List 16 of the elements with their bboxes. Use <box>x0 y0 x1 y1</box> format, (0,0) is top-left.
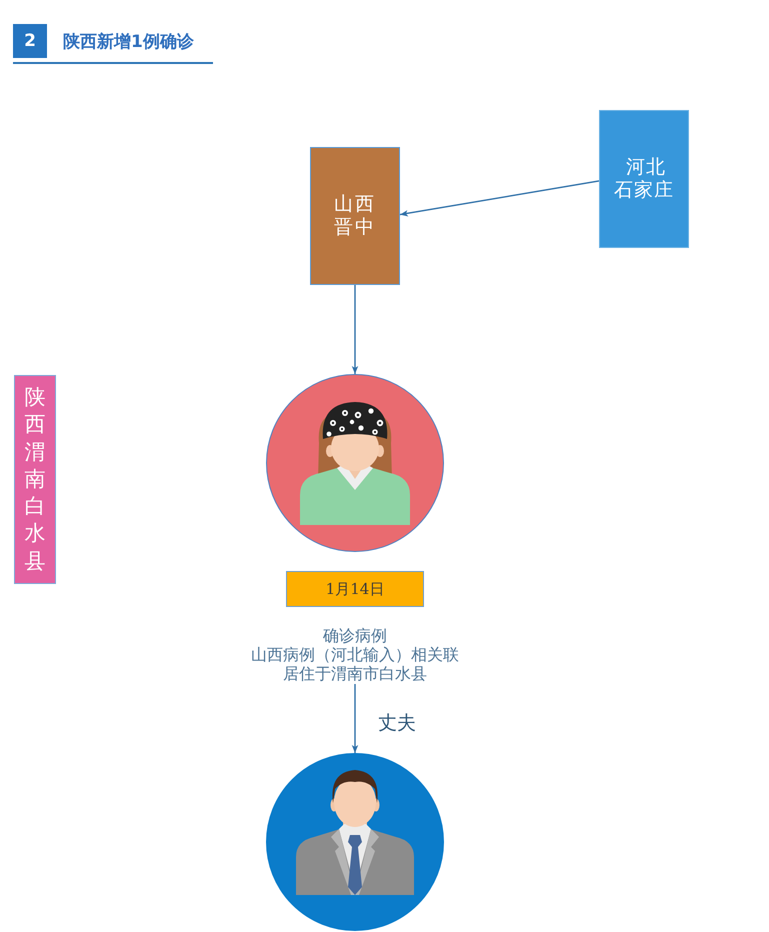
date-box <box>286 571 424 607</box>
location-label: 河北石家庄 <box>614 156 674 202</box>
arrow <box>352 684 358 753</box>
location-label: 山西晋中 <box>334 193 376 239</box>
diagram-title: 陕西新增1例确诊 <box>63 31 194 54</box>
case-note: 居住于渭南市白水县 <box>283 664 427 683</box>
arrow <box>352 285 358 374</box>
location-label: 陕西渭南白水县 <box>24 384 46 575</box>
case-note: 确诊病例 <box>323 626 387 645</box>
location-box <box>14 375 56 584</box>
section-number: 2 <box>13 24 47 58</box>
case-note: 山西病例（河北输入）相关联 <box>251 645 459 664</box>
location-box <box>310 147 400 285</box>
date-label: 1月14日 <box>326 579 384 599</box>
location-box <box>599 110 689 248</box>
arrow <box>400 180 600 216</box>
